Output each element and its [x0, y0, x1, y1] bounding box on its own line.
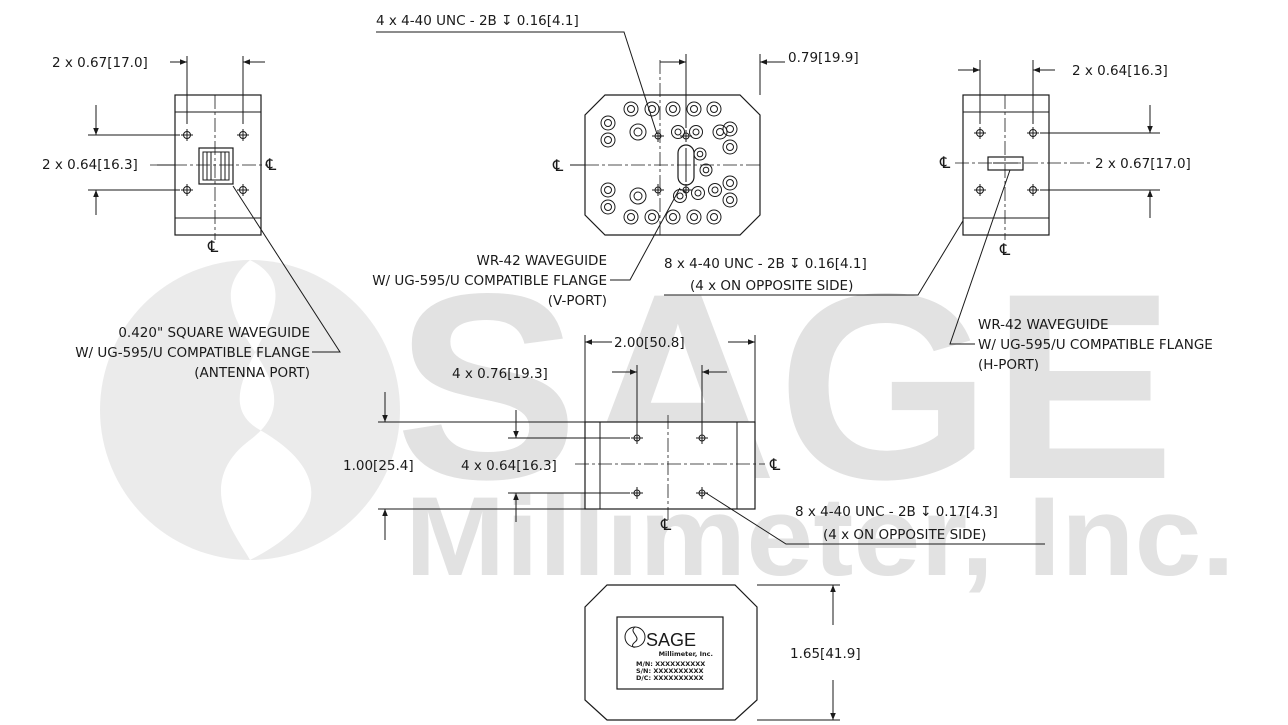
watermark-millimeter: Millimeter, Inc. — [405, 474, 1235, 599]
centerline-symbol: ℄ — [660, 515, 672, 534]
side-body — [584, 421, 756, 510]
watermark-sage: SAGE — [395, 239, 1175, 535]
centerline-symbol: ℄ — [552, 156, 564, 175]
dim-side-height: 1.00[25.4] — [343, 458, 414, 474]
threaded-holes — [652, 130, 692, 196]
centerline-symbol: ℄ — [769, 455, 781, 474]
side-holes — [631, 432, 708, 499]
dim-center-right: 0.79[19.9] — [788, 50, 859, 66]
side-hole-callout-line2: (4 x ON OPPOSITE SIDE) — [823, 527, 986, 543]
dim-left-side: 2 x 0.64[16.3] — [42, 157, 138, 173]
mounting-holes — [974, 127, 1039, 196]
centerline-symbol: ℄ — [265, 155, 277, 174]
h-port-callout-line3: (H-PORT) — [978, 357, 1039, 373]
dim-right-side: 2 x 0.67[17.0] — [1095, 156, 1191, 172]
dim-left-top: 2 x 0.67[17.0] — [52, 55, 148, 71]
label-datecode: D/C: XXXXXXXXXX — [636, 674, 704, 682]
dim-side-spacing: 4 x 0.76[19.3] — [452, 366, 548, 382]
dim-side-width: 2.00[50.8] — [614, 335, 685, 351]
right-flange-body — [962, 94, 1050, 236]
centerline-symbol: ℄ — [939, 153, 951, 172]
antenna-port-callout-line3: (ANTENNA PORT) — [194, 365, 310, 381]
dim-label-height: 1.65[41.9] — [790, 646, 861, 662]
center-view: 0.79[19.9] 4 x 4-40 UNC - 2B ↧ 0.16[4.1]… — [372, 13, 979, 309]
v-port-callout-line2: W/ UG-595/U COMPATIBLE FLANGE — [372, 273, 607, 289]
flange-pins — [600, 101, 738, 225]
v-port-callout-line1: WR-42 WAVEGUIDE — [476, 253, 607, 269]
antenna-port-callout-line1: 0.420" SQUARE WAVEGUIDE — [118, 325, 310, 341]
centerline-symbol: ℄ — [207, 237, 219, 256]
h-port-callout-line2: W/ UG-595/U COMPATIBLE FLANGE — [978, 337, 1213, 353]
side-view: 2.00[50.8] 4 x 0.76[19.3] 1.00[25.4] 4 x… — [343, 335, 1045, 545]
label-serial: S/N: XXXXXXXXXX — [636, 667, 703, 675]
hole-callout-line1: 8 x 4-40 UNC - 2B ↧ 0.16[4.1] — [664, 256, 867, 272]
mounting-holes — [181, 129, 249, 196]
hole-callout-line2: (4 x ON OPPOSITE SIDE) — [690, 278, 853, 294]
left-view: 2 x 0.67[17.0] 2 x 0.64[16.3] ℄ ℄ 0.420"… — [42, 55, 341, 381]
label-model: M/N: XXXXXXXXXX — [636, 660, 705, 668]
v-port-callout-line3: (V-PORT) — [548, 293, 607, 309]
watermark: SAGE Millimeter, Inc. — [100, 239, 1235, 599]
product-label: SAGE Millimeter, Inc. M/N: XXXXXXXXXX S/… — [616, 616, 724, 690]
centerline-symbol: ℄ — [999, 240, 1011, 259]
dim-right-top: 2 x 0.64[16.3] — [1072, 63, 1168, 79]
label-logo-text: SAGE — [646, 630, 696, 650]
label-body — [584, 584, 758, 721]
side-hole-callout-line1: 8 x 4-40 UNC - 2B ↧ 0.17[4.3] — [795, 504, 998, 520]
sage-swirl-logo — [100, 260, 400, 560]
antenna-port-callout-line2: W/ UG-595/U COMPATIBLE FLANGE — [75, 345, 310, 361]
dim-side-vspacing: 4 x 0.64[16.3] — [461, 458, 557, 474]
dim-center-top: 4 x 4-40 UNC - 2B ↧ 0.16[4.1] — [376, 13, 579, 29]
right-view: 2 x 0.64[16.3] 2 x 0.67[17.0] ℄ ℄ WR-42 … — [939, 60, 1213, 373]
h-port-opening — [987, 156, 1024, 171]
antenna-port — [198, 147, 234, 185]
label-company: Millimeter, Inc. — [659, 650, 713, 658]
label-view: SAGE Millimeter, Inc. M/N: XXXXXXXXXX S/… — [584, 584, 861, 721]
h-port-callout-line1: WR-42 WAVEGUIDE — [978, 317, 1109, 333]
